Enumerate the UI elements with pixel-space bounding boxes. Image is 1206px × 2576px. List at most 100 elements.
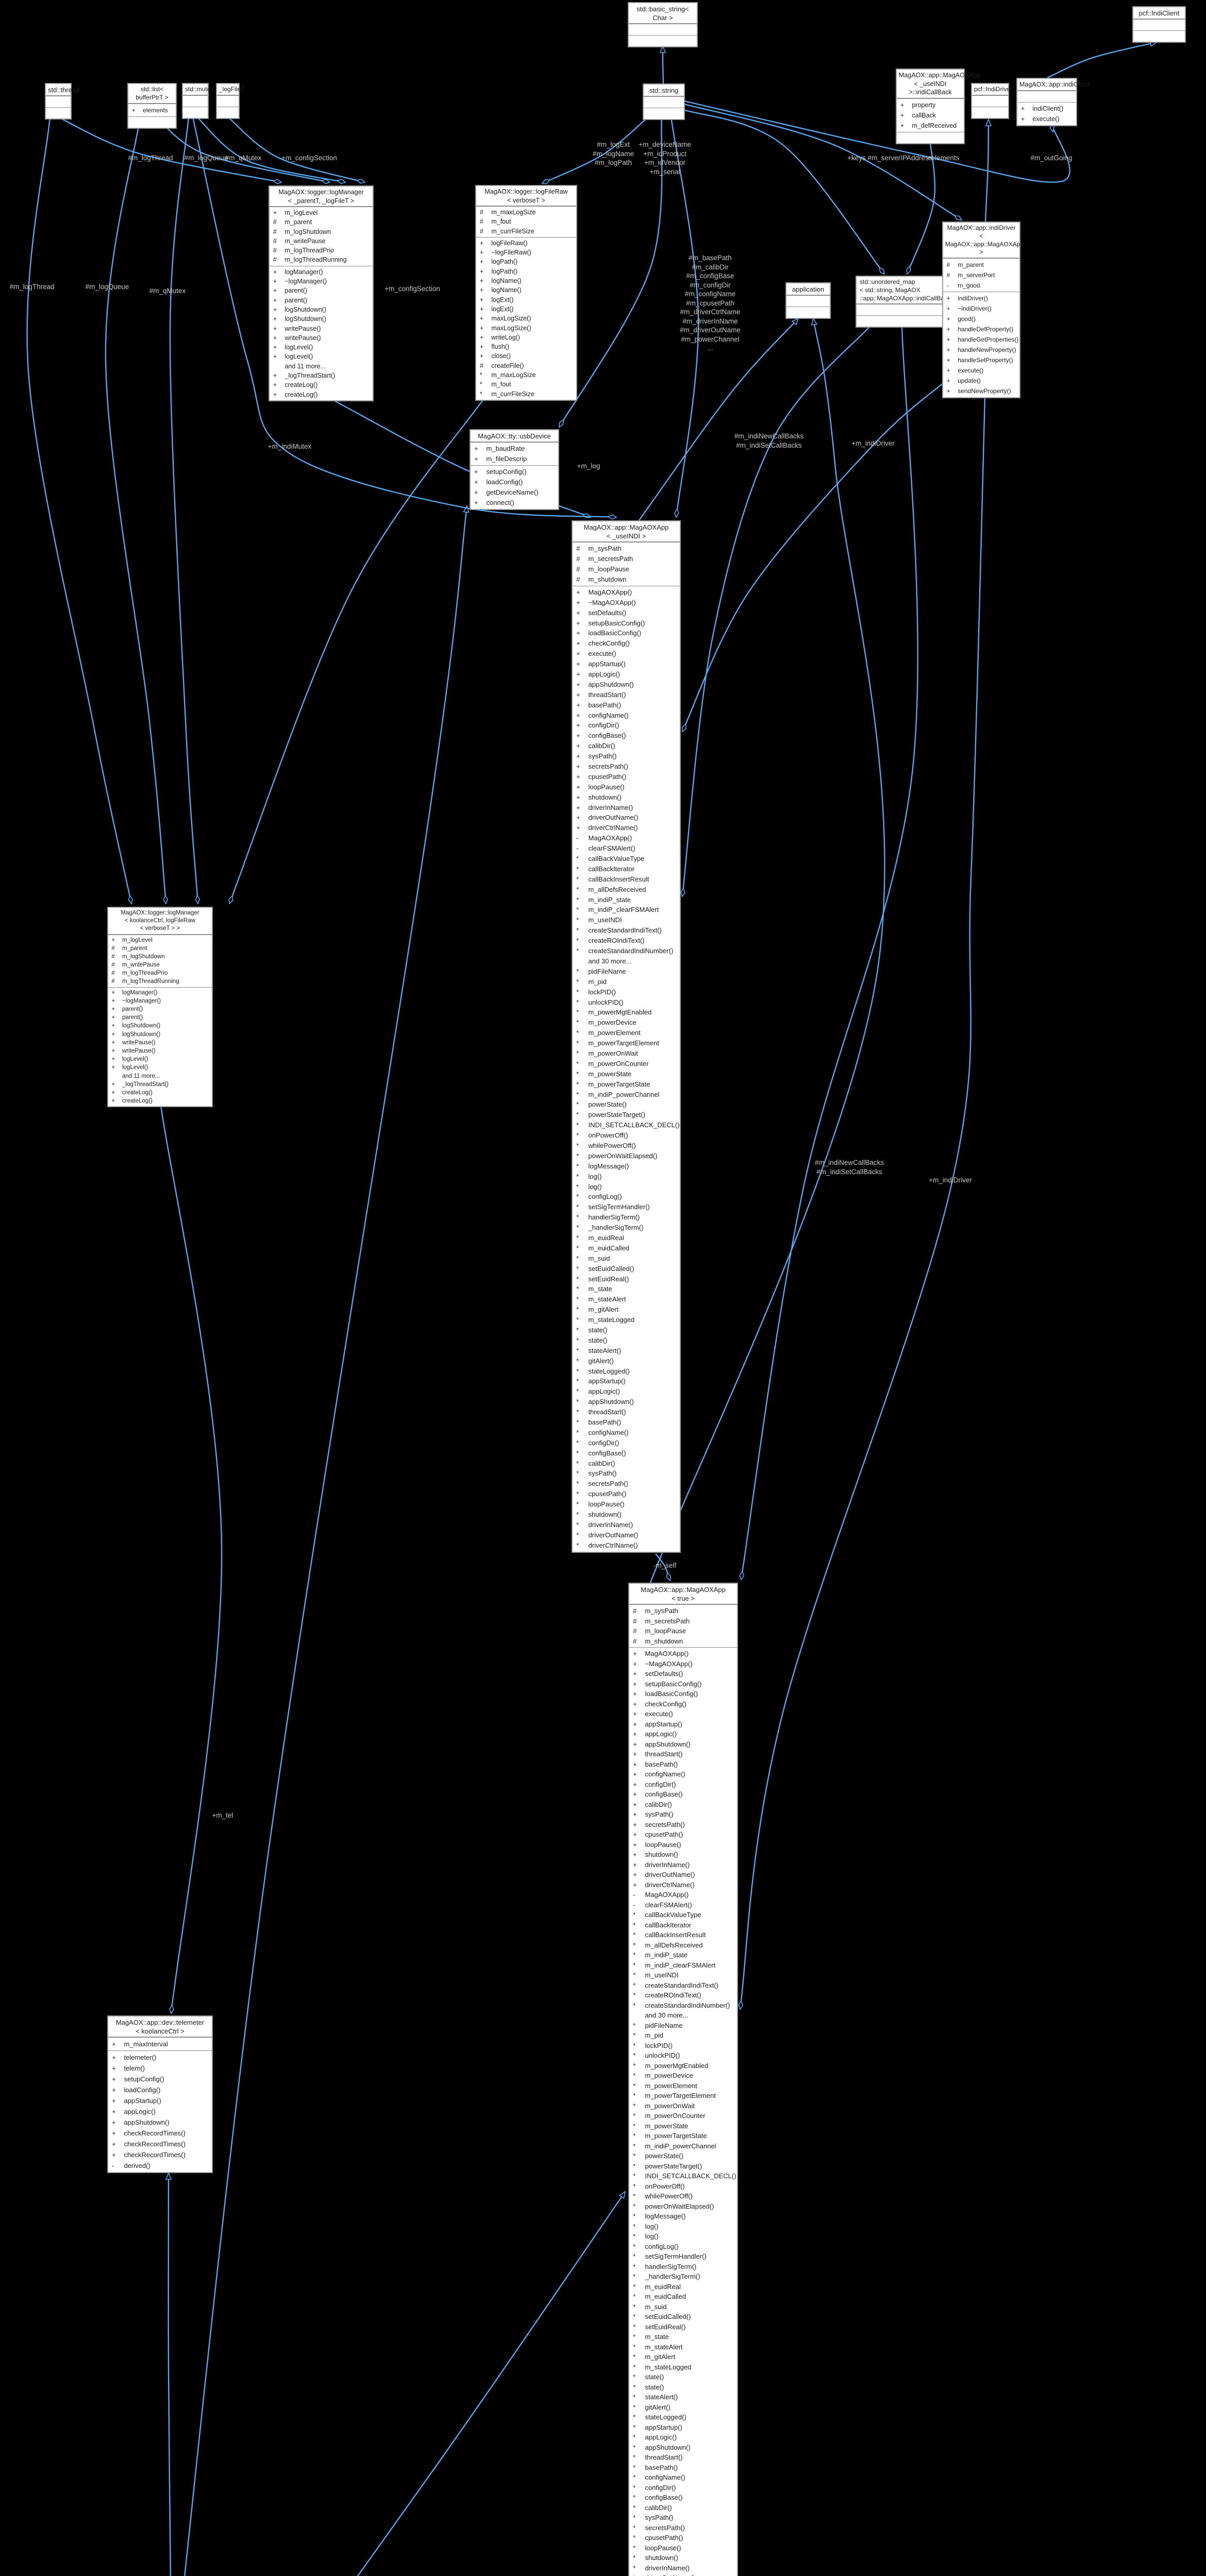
member-row: +logLevel() [111,1056,148,1063]
member-row: +createLog() [111,1098,153,1105]
class-node-logfilet-param[interactable]: _logFileT [216,83,244,119]
class-node-std-list[interactable]: std::list< bufferPtrT >+elements [127,83,177,129]
class-compartment [644,96,684,108]
member-row: *state() [633,2373,664,2381]
member-row: #m_secretsPath [576,555,633,563]
member-row: +~logFileRaw() [479,249,531,257]
class-node-std-string[interactable]: std::string [643,83,685,121]
member-row: +configDir() [633,1780,676,1788]
member-row: +cpusetPath() [633,1831,683,1839]
class-node-telemeter-koolance[interactable]: MagAOX::app::dev::telemeter < koolanceCt… [107,2015,213,2174]
member-row: *appShutdown() [576,1398,634,1406]
class-node-std-basic-string[interactable]: std::basic_string< Char > [628,2,698,48]
member-row: +appLogic() [576,670,620,678]
member-row: *handlerSigTerm() [633,2262,697,2270]
member-row: #m_sysPath [576,545,622,553]
edge-koolancectrl-to-telemeter-koolance [169,2173,171,2576]
edge-indidriver-magaoxapp-to-magaoxapp-useindi [681,378,950,732]
member-row: and 30 more... [645,2011,689,2020]
member-row: *_handlerSigTerm() [633,2273,700,2281]
member-row: #m_logThreadRunning [111,978,179,985]
class-node-indidriver-magaoxapp[interactable]: MagAOX::app::indiDriver < MagAOX::app::M… [942,222,1024,399]
member-row: +driverInName() [633,1860,690,1869]
member-row: +m_logLevel [273,209,318,216]
class-node-magaoxapp-true[interactable]: MagAOX::app::MagAOXApp < true >#m_sysPat… [628,1583,738,2576]
edge-label: +m_indiDriver [851,439,895,447]
member-row: *calibDir() [633,2503,672,2512]
class-node-application[interactable]: application [785,282,831,319]
edge-label: #m_logExt #m_logName #m_logPath [592,141,634,167]
member-row: *m_powerTargetState [633,2132,707,2140]
member-row: *gitAlert() [633,2403,671,2411]
class-node-indiclient[interactable]: MagAOX::app::indiClient+indiClient()+exe… [1016,78,1090,126]
class-compartment [1133,19,1185,30]
member-row: *driverCtrlName() [576,1541,638,1549]
member-row: *m_euidCalled [633,2293,686,2301]
member-row: +handleNewProperty() [946,346,1016,354]
member-row: *cpusetPath() [576,1490,627,1498]
member-row: +appShutdown() [633,1740,691,1748]
class-compartment [629,24,697,35]
class-node-pcf-indidriver[interactable]: pcf::IndiDriver [971,83,1012,119]
member-row: *createStandardIndiNumber() [633,2001,730,2009]
edge-label: #m_logThread [128,154,173,162]
member-row: *shutdown() [633,2554,678,2562]
class-compartment: +logManager()+~logManager()+parent()+par… [270,265,373,400]
class-title: application [786,283,830,296]
member-row: *m_powerOnWait [576,1049,638,1057]
member-row: +telemeter() [112,2054,157,2062]
member-row: *state() [576,1326,608,1334]
member-row: +~logManager() [273,278,327,285]
member-row: *unlockPID() [576,998,624,1006]
member-row: #m_secretsPath [633,1617,690,1625]
edge-std-string-to-std-unordered-map [681,108,884,274]
member-row: +checkRecordTimes() [112,2151,186,2159]
member-row: +logName() [479,286,522,294]
member-row: *appStartup() [633,2423,682,2431]
member-row: +flush() [479,343,510,351]
member-row: +logShutdown() [273,315,326,323]
class-node-indicallback[interactable]: MagAOX::app::MagAOXApp < _useINDI >::ind… [896,69,980,144]
edge-magaoxapp-true-to-application [649,318,885,1583]
member-row: *state() [633,2383,664,2391]
class-node-usbdevice[interactable]: MagAOX::tty::usbDevice+m_baudRate+m_file… [470,429,559,511]
member-row: +~indiDriver() [946,305,992,313]
class-compartment: +elements [128,103,176,116]
member-row: +logPath() [479,258,518,266]
class-compartment [629,35,697,46]
member-row: *setSigTermHandler() [576,1203,650,1211]
member-row: *m_stateLogged [633,2363,692,2371]
member-row: *m_euidReal [633,2282,681,2291]
class-compartment [972,95,1008,107]
member-row: +driverCtrlName() [576,824,638,832]
class-node-logfileraw[interactable]: MagAOX::logger::logFileRaw < verboseT >#… [475,185,577,401]
class-node-std-thread[interactable]: std::thread [45,83,79,120]
member-row: +handleSetProperty() [946,357,1013,364]
member-row: +createLog() [111,1089,153,1096]
member-row: and 11 more... [284,362,326,370]
member-row: #m_writePause [111,962,160,969]
member-row: +secretsPath() [576,762,628,771]
member-row: +_logThreadStart() [111,1081,169,1088]
member-row: +threadStart() [576,690,626,699]
edge-label: +m_configSection [281,154,337,162]
member-row: +logFileRaw() [479,239,528,247]
class-node-logmanager-template[interactable]: MagAOX::logger::logManager < _parentT, _… [269,185,374,401]
member-row: *appLogic() [576,1387,620,1396]
class-node-std-mutex[interactable]: std::mutex [182,83,213,119]
class-node-magaoxapp-useindi[interactable]: MagAOX::app::MagAOXApp < _useINDI >#m_sy… [572,520,681,1553]
edge-koolancectrl-to-magaoxapp-true [357,2192,625,2576]
class-title: std::list< bufferPtrT > [128,84,176,104]
member-row: *m_powerTargetElement [576,1039,659,1047]
member-row: #m_currFileSize [479,227,534,235]
member-row: *m_powerTargetState [576,1080,650,1088]
member-row: +writeLog() [479,333,520,341]
member-row: +configName() [633,1770,685,1778]
class-node-pcf-indiclient[interactable]: pcf::IndiClient [1132,6,1186,43]
member-row: *powerOnWaitElapsed() [576,1151,658,1160]
class-compartment: +m_baudRate+m_fileDescrip [471,442,558,465]
member-row: #m_logShutdown [111,953,165,960]
member-row: and 30 more... [588,957,632,965]
class-node-logmanager-koolance[interactable]: MagAOX::logger::logManager < koolanceCtr… [107,907,213,1108]
member-row: *log() [576,1182,602,1191]
